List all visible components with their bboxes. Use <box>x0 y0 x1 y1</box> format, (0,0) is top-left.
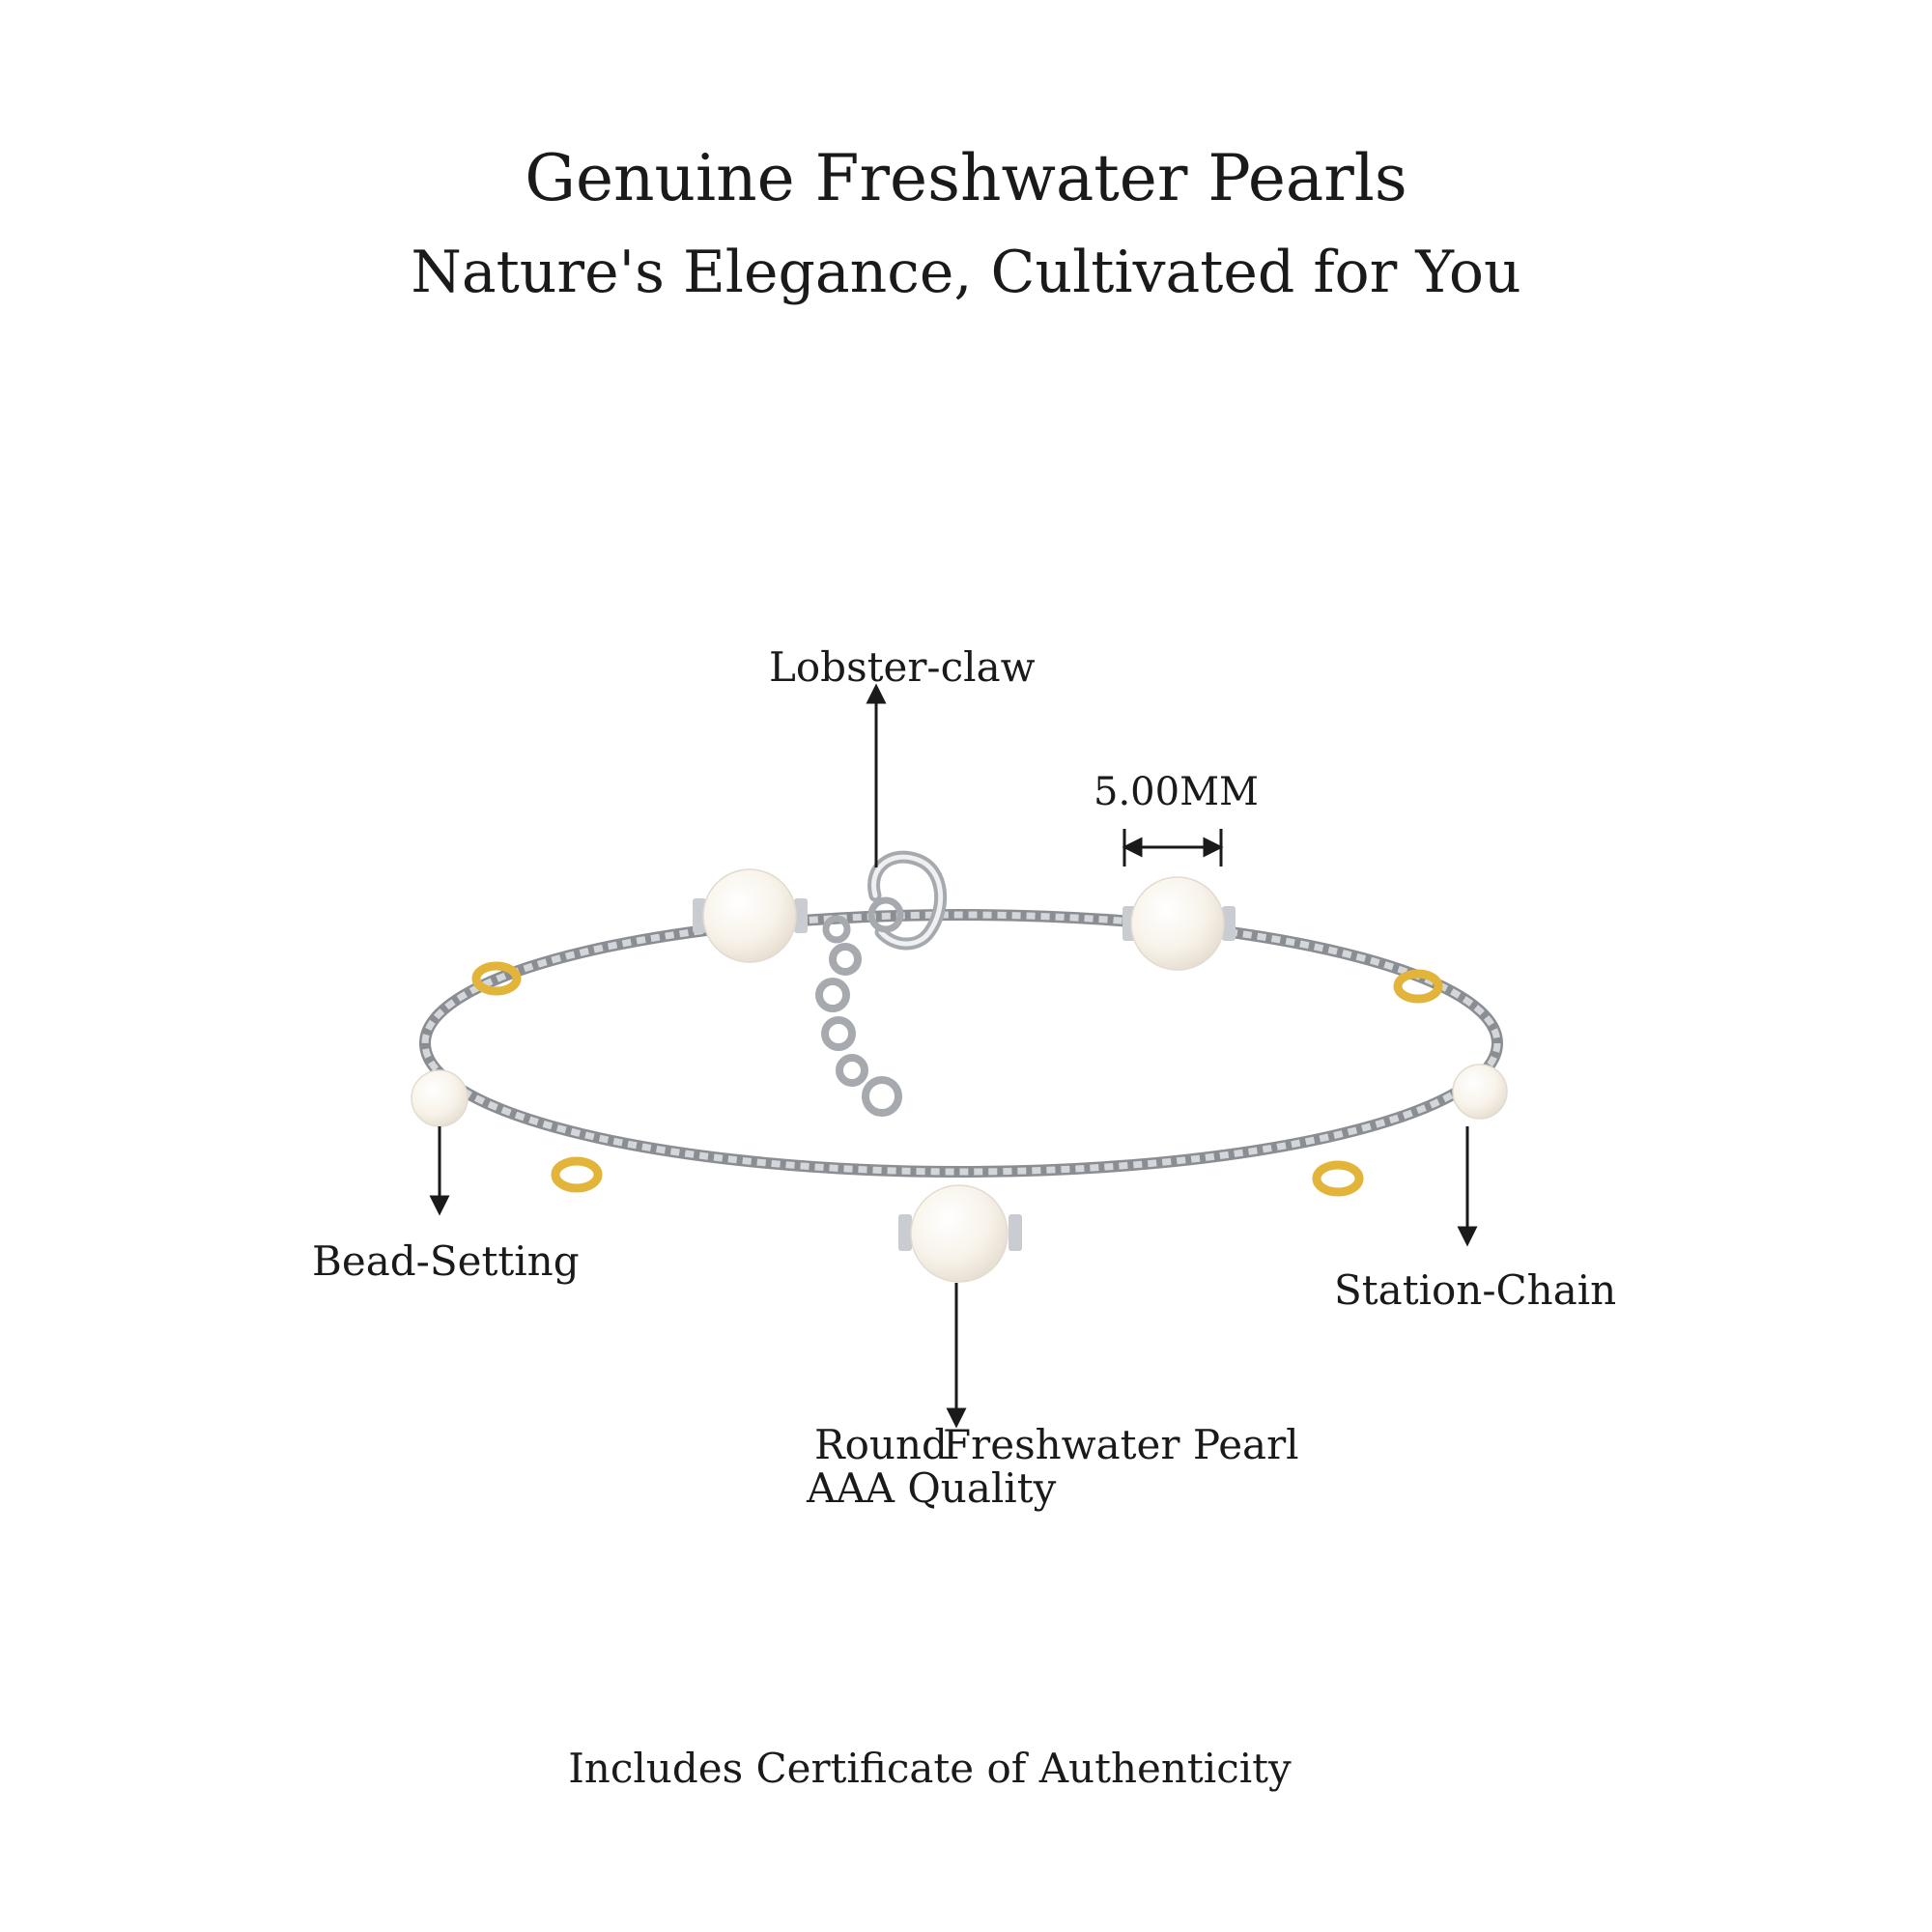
label-pearl-round: Round <box>814 1421 948 1468</box>
gold-station-3 <box>551 1156 603 1193</box>
label-pearl-type: Freshwater Pearl <box>943 1421 1299 1468</box>
pearl-bottom <box>898 1184 1022 1283</box>
pearl-left <box>411 1069 469 1127</box>
page-title: Genuine Freshwater Pearls <box>525 141 1407 215</box>
pearl-top-right <box>1122 876 1236 971</box>
gold-station-1 <box>471 961 522 996</box>
pearl-top-left <box>693 868 808 963</box>
lobster-clasp <box>867 850 948 951</box>
page-subtitle: Nature's Elegance, Cultivated for You <box>411 239 1521 306</box>
label-pearl-size: 5.00MM <box>1094 770 1259 814</box>
callout-arrows <box>429 683 1478 1429</box>
label-bead-setting: Bead-Setting <box>312 1237 580 1285</box>
gold-station-4 <box>1312 1160 1364 1197</box>
pearl-size-dimension <box>1122 829 1224 867</box>
gold-station-2 <box>1393 969 1443 1004</box>
station-chain <box>419 909 1503 1178</box>
certificate-note: Includes Certificate of Authenticity <box>568 1745 1292 1792</box>
label-pearl-quality: AAA Quality <box>807 1464 1057 1512</box>
extender-chain <box>815 915 902 1117</box>
label-lobster-claw: Lobster-claw <box>769 643 1036 691</box>
label-station-chain: Station-Chain <box>1334 1266 1617 1314</box>
pearl-right <box>1452 1064 1508 1120</box>
